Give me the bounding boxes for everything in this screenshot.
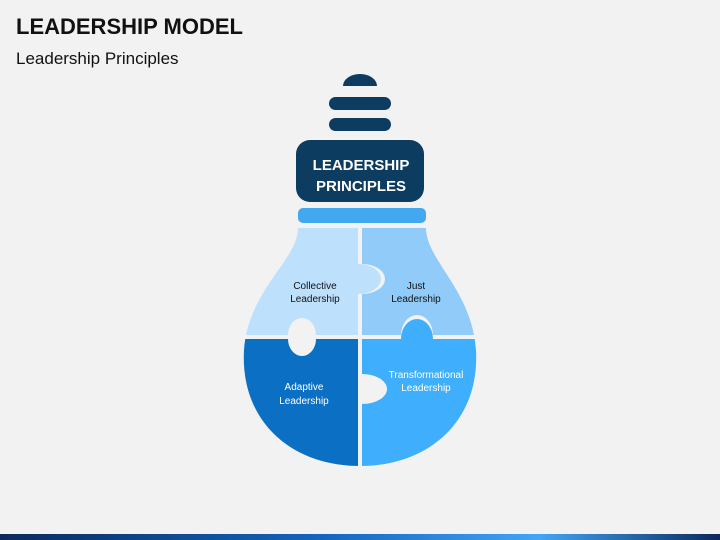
footer-accent-bar: [0, 534, 720, 540]
puzzle-piece-bottom-right: [362, 319, 477, 466]
bulb-tip: [343, 74, 377, 86]
bulb-neck: [298, 208, 426, 223]
cap-label-line2: PRINCIPLES: [316, 178, 406, 195]
label-just-line2: Leadership: [391, 294, 441, 305]
label-collective-line1: Collective: [293, 281, 337, 292]
label-just-line1: Just: [407, 281, 426, 292]
label-adaptive-line1: Adaptive: [285, 382, 324, 393]
label-adaptive-line2: Leadership: [279, 396, 329, 407]
bulb-ring-2: [329, 118, 391, 131]
slide-subtitle: Leadership Principles: [16, 49, 179, 68]
cap-label-line1: LEADERSHIP: [313, 157, 410, 174]
puzzle-piece-top-right: [362, 228, 477, 335]
puzzle-group: [243, 228, 477, 466]
puzzle-piece-bottom-left: [243, 339, 358, 466]
slide-title: LEADERSHIP MODEL: [16, 14, 243, 39]
label-transformational-line2: Leadership: [401, 383, 451, 394]
bulb-ring-1: [329, 97, 391, 110]
label-collective-line2: Leadership: [290, 294, 340, 305]
label-transformational-line1: Transformational: [389, 370, 464, 381]
bulb-cap: [296, 140, 424, 202]
